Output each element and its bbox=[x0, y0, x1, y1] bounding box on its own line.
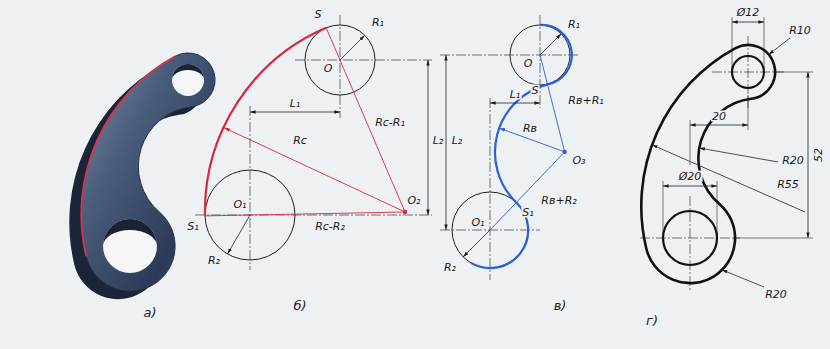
center-line bbox=[340, 15, 341, 118]
hole bbox=[103, 219, 157, 273]
radius-label: R10 bbox=[788, 25, 812, 36]
panel-letter: б) bbox=[292, 299, 307, 312]
hole bbox=[732, 56, 764, 88]
dimension-line bbox=[808, 72, 809, 238]
radius-label: R20 bbox=[781, 155, 805, 166]
dimension-label: L₁ bbox=[289, 98, 302, 109]
leader-line bbox=[769, 38, 790, 55]
extension-line bbox=[775, 72, 813, 73]
radius-line bbox=[540, 34, 561, 55]
extension-line bbox=[717, 181, 718, 238]
center-label: O₁ bbox=[470, 217, 485, 228]
extension-line bbox=[690, 120, 691, 165]
center-label: O₁ bbox=[232, 199, 247, 210]
hole-wall bbox=[103, 219, 157, 246]
radius-label: Rв bbox=[522, 123, 538, 134]
radius-line bbox=[224, 128, 405, 213]
dimension-label: 20 bbox=[711, 111, 727, 122]
center-point bbox=[563, 150, 567, 154]
dimension-line bbox=[250, 112, 340, 113]
center-line bbox=[250, 106, 251, 270]
part-front-face bbox=[81, 53, 215, 291]
center-line bbox=[295, 60, 432, 61]
radius-label: Rв+R₂ bbox=[540, 195, 577, 206]
part-drawing bbox=[640, 17, 813, 290]
leader-line bbox=[699, 148, 778, 162]
center-line bbox=[490, 98, 491, 280]
leader-line bbox=[722, 270, 764, 287]
radius-line bbox=[340, 35, 365, 60]
radius-line bbox=[228, 215, 251, 254]
point-label: S₁ bbox=[521, 207, 534, 218]
part-3d-view bbox=[69, 53, 215, 299]
part-outline bbox=[641, 45, 775, 283]
radius-label: Rc bbox=[292, 135, 308, 146]
center-label: O bbox=[323, 63, 334, 74]
construction-outer-arc bbox=[195, 15, 432, 270]
radius-label: R₂ bbox=[443, 262, 457, 273]
circle bbox=[205, 170, 295, 260]
extension-line bbox=[735, 238, 813, 239]
dimension-line bbox=[690, 125, 748, 126]
center-label: O bbox=[523, 58, 534, 69]
radius-label: R55 bbox=[776, 179, 800, 190]
extension-line bbox=[732, 17, 733, 72]
hole bbox=[663, 211, 717, 265]
center-label: O₂ bbox=[406, 195, 421, 206]
hole-wall bbox=[172, 64, 204, 80]
center-line bbox=[540, 15, 541, 108]
radius-label: Rc-R₁ bbox=[374, 117, 406, 128]
extension-line bbox=[663, 181, 664, 238]
panel-letter: а) bbox=[142, 306, 157, 319]
radius-line bbox=[463, 230, 490, 257]
construction-line bbox=[490, 152, 565, 230]
point-label: S bbox=[314, 9, 323, 20]
construction-line bbox=[205, 212, 405, 216]
dimension-label: Ø12 bbox=[736, 7, 761, 18]
highlighted-edge bbox=[81, 56, 175, 256]
circle bbox=[305, 25, 375, 95]
construction-line bbox=[540, 55, 565, 152]
dimension-label: L₁ bbox=[509, 89, 522, 100]
dimension-label: Ø20 bbox=[678, 171, 703, 182]
dimension-label: 52 bbox=[813, 147, 824, 163]
tangent-arc bbox=[205, 28, 326, 216]
dimension-label: L₂ bbox=[451, 135, 464, 146]
panel-letter: в) bbox=[553, 299, 568, 312]
point-label: S₁ bbox=[186, 221, 199, 232]
construction-line bbox=[326, 28, 405, 212]
dimension-label: L₂ bbox=[432, 135, 445, 146]
dimension-line bbox=[732, 22, 764, 23]
center-point bbox=[403, 210, 407, 214]
radius-label: R20 bbox=[764, 289, 788, 300]
leader-line bbox=[652, 145, 805, 212]
dimension-line bbox=[663, 186, 717, 187]
panel-letter: г) bbox=[645, 314, 659, 327]
circle bbox=[510, 25, 570, 85]
radius-label: R₁ bbox=[567, 19, 581, 30]
tangent-arc bbox=[471, 25, 572, 268]
radius-label: Rc-R₂ bbox=[314, 221, 346, 232]
dimension-line bbox=[446, 55, 447, 230]
radius-label: Rв+R₁ bbox=[567, 95, 604, 106]
dimension-line bbox=[428, 60, 429, 215]
extension-line bbox=[764, 17, 765, 72]
construction-inner-arc bbox=[440, 15, 580, 280]
radius-label: R₁ bbox=[371, 17, 385, 28]
hole bbox=[172, 64, 204, 96]
center-label: O₃ bbox=[571, 155, 586, 166]
radius-label: R₂ bbox=[207, 255, 221, 266]
point-label: S bbox=[531, 85, 540, 96]
dimension-line bbox=[490, 103, 540, 104]
